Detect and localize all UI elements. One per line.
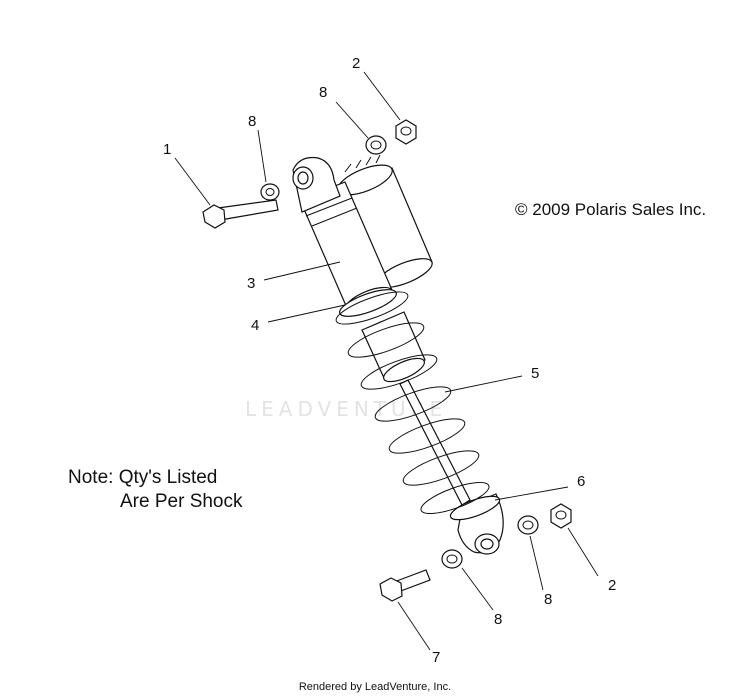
callout-2-bottom: 2 [608, 577, 616, 594]
callout-8-bottom-right: 8 [544, 591, 552, 608]
top-bolt [202, 199, 279, 229]
bottom-bolt [379, 569, 431, 602]
copyright-text: © 2009 Polaris Sales Inc. [515, 200, 707, 219]
callout-1: 1 [163, 141, 171, 158]
top-left-bushing [260, 183, 280, 201]
top-nut [395, 119, 417, 145]
note-line-2: Are Per Shock [120, 491, 243, 512]
bottom-nut [550, 503, 572, 529]
bottom-left-bushing [441, 549, 463, 569]
shock-absorber [292, 154, 504, 555]
callout-5: 5 [531, 365, 539, 382]
callout-7: 7 [432, 649, 440, 666]
leader-lines [174, 71, 599, 651]
note-line-1: Note: Qty's Listed [68, 467, 218, 488]
callout-8-bottom-left: 8 [494, 611, 502, 628]
callout-4: 4 [251, 317, 259, 334]
top-right-bushing [365, 135, 387, 155]
callout-8-top-right: 8 [319, 84, 327, 101]
callout-6: 6 [577, 473, 585, 490]
coil-spring [335, 291, 490, 514]
callout-8-top-left: 8 [248, 113, 256, 130]
quantity-note: Note: Qty's Listed Are Per Shock [68, 466, 243, 514]
footer-credit: Rendered by LeadVenture, Inc. [298, 681, 452, 693]
callout-3: 3 [247, 275, 255, 292]
bottom-right-bushing [517, 515, 539, 535]
callout-2-top: 2 [352, 55, 360, 72]
